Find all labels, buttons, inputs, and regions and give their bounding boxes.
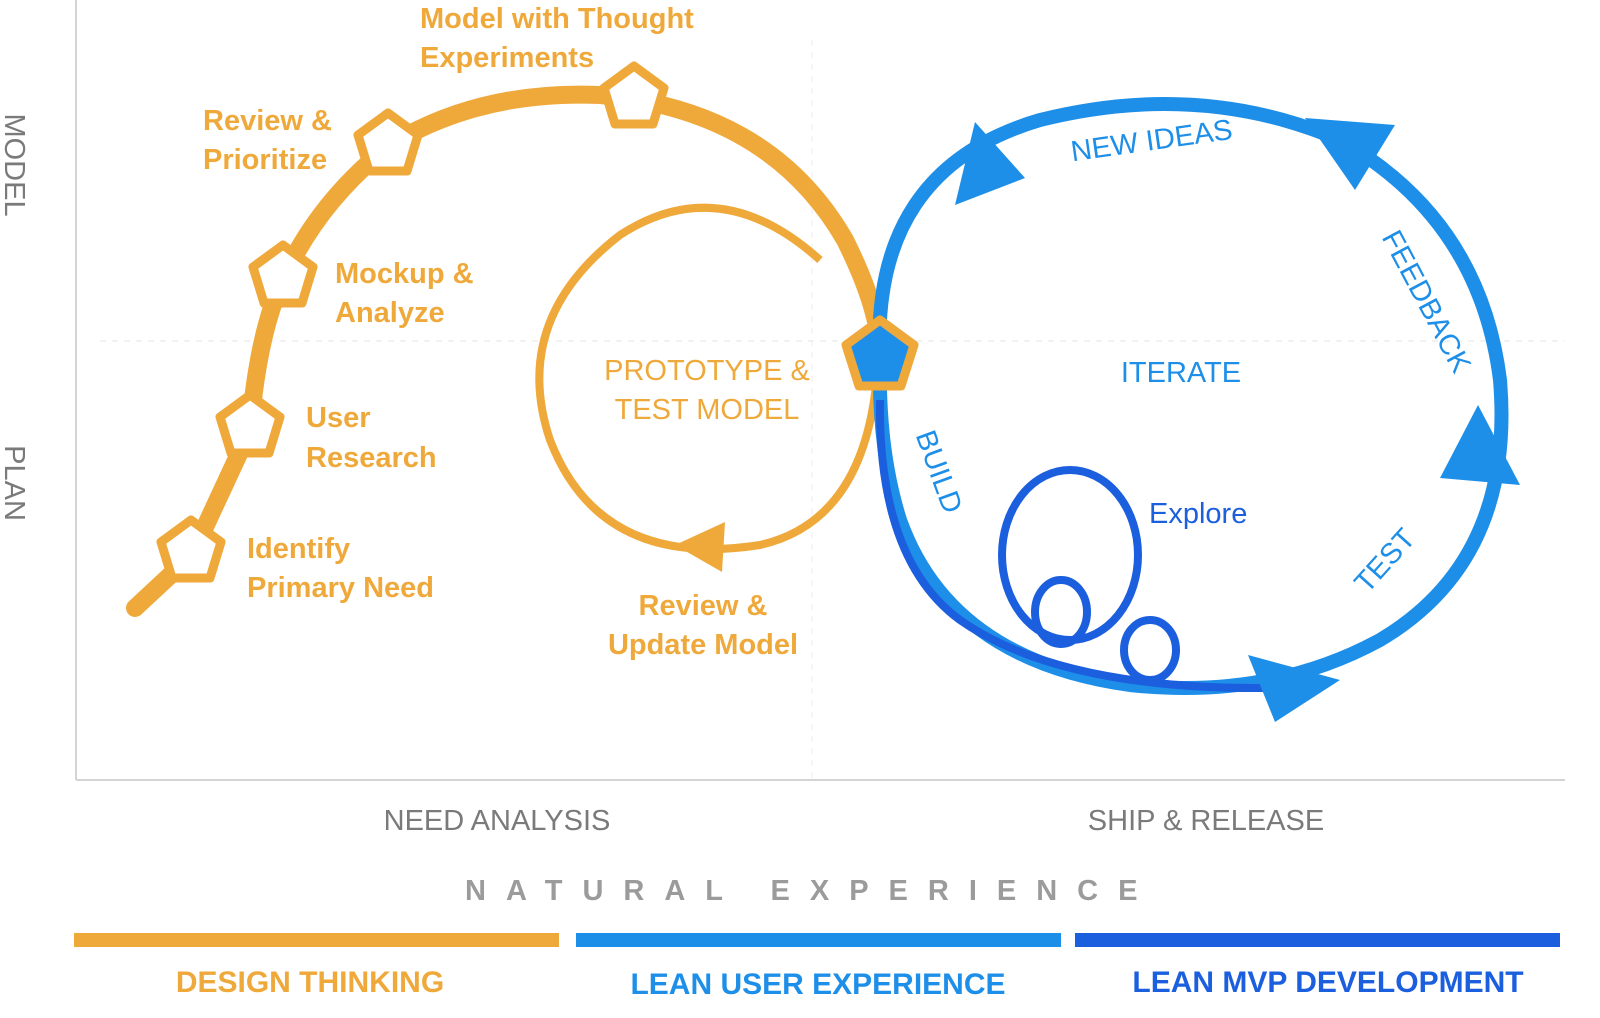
prototype-loop	[535, 203, 882, 553]
prototype-loop-arrow	[675, 522, 725, 572]
iterate-arrow-right	[1440, 405, 1520, 485]
iterate-arrow-bottom	[1248, 655, 1340, 722]
x-axis-label-need-analysis: NEED ANALYSIS	[384, 805, 611, 837]
explore-loop-medium	[1031, 576, 1091, 648]
iterate-arrow-top-right	[1305, 118, 1395, 190]
step-marker-identify	[156, 515, 226, 583]
prototype-label-2: TEST MODEL	[615, 394, 800, 426]
legend-bar-design-thinking	[74, 933, 559, 947]
legend-bar-lean-ux	[576, 933, 1061, 947]
step-marker-mockup	[248, 240, 318, 308]
y-axis-label-plan: PLAN	[0, 445, 30, 521]
legend-label-lean-ux: LEAN USER EXPERIENCE	[630, 968, 1005, 1001]
step-marker-user-research	[215, 390, 285, 458]
step-marker-model-experiments	[599, 61, 669, 129]
step-marker-review-prioritize	[353, 108, 423, 176]
explore-loop-large	[998, 466, 1142, 644]
step-label-identify-2: Primary Need	[247, 572, 434, 604]
step-label-mockup-1: Mockup &	[335, 258, 474, 290]
legend-label-design-thinking: DESIGN THINKING	[176, 966, 444, 999]
junction-marker	[841, 315, 919, 391]
x-axis-label-ship-release: SHIP & RELEASE	[1088, 805, 1324, 837]
review-update-label-2: Update Model	[608, 629, 798, 661]
step-label-review-2: Prioritize	[203, 144, 327, 176]
step-label-mockup-2: Analyze	[335, 297, 445, 329]
step-label-user-research-2: Research	[306, 442, 437, 474]
y-axis-label-model: MODEL	[0, 113, 30, 216]
new-ideas-label: NEW IDEAS	[1069, 114, 1235, 168]
step-label-review-1: Review &	[203, 105, 332, 137]
step-label-identify-1: Identify	[247, 533, 350, 565]
explore-label: Explore	[1149, 498, 1247, 530]
build-label: BUILD	[909, 426, 968, 517]
iterate-label: ITERATE	[1121, 357, 1241, 389]
prototype-label-1: PROTOTYPE &	[604, 355, 810, 387]
explore-loop-small	[1120, 616, 1180, 684]
test-label: TEST	[1349, 523, 1423, 600]
build-track	[875, 399, 1271, 693]
review-update-label-1: Review &	[639, 590, 768, 622]
iterate-arrow-top-left	[955, 122, 1025, 205]
step-label-user-research-1: User	[306, 402, 371, 434]
legend-bar-lean-mvp	[1075, 933, 1560, 947]
step-label-model-2: Experiments	[420, 42, 594, 74]
step-label-model-1: Model with Thought	[420, 3, 694, 35]
natural-experience-title: NATURAL EXPERIENCE	[465, 875, 1157, 907]
legend-label-lean-mvp: LEAN MVP DEVELOPMENT	[1132, 966, 1523, 999]
